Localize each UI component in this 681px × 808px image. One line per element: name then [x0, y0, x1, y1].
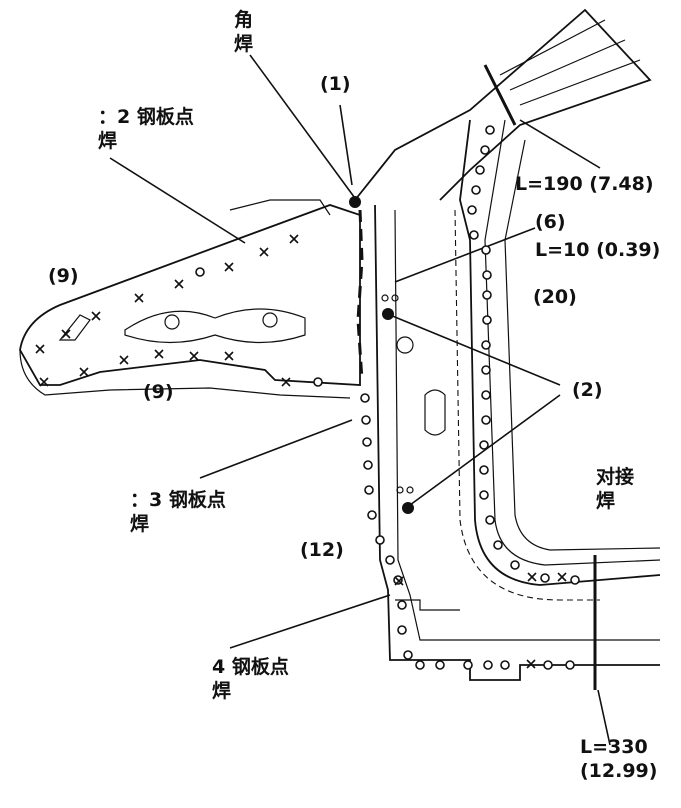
roof-rail-lines	[499, 19, 641, 106]
pillar-hole-small-3	[396, 486, 404, 494]
leader-L190	[519, 119, 601, 169]
ref-9b-label: (9)	[143, 381, 174, 403]
weld-point-2b	[402, 502, 414, 514]
pillar-hole-small-4	[406, 486, 414, 494]
wing-panel-outline	[19, 204, 361, 386]
wing-panel-lower	[19, 349, 351, 399]
butt-weld-label: 对接 焊	[596, 466, 635, 512]
pillar-inner-line	[484, 119, 661, 566]
plug-weld-4-label: 4 钢板点 焊	[212, 656, 289, 702]
ref-2-label: (2)	[572, 379, 603, 401]
L190-label: L=190 (7.48)	[515, 173, 654, 195]
plug-weld-3-label: ：3 钢板点 焊	[130, 489, 226, 535]
L330-label: L=330 (12.99)	[580, 736, 658, 782]
spot-weld-row-lower	[195, 267, 575, 670]
wing-hole-2	[262, 312, 278, 328]
pillar-slot	[424, 389, 446, 436]
corner-weld-seam	[356, 209, 364, 381]
leader-6	[394, 227, 536, 283]
leader-2	[389, 314, 561, 506]
leader-corner-weld	[249, 54, 361, 206]
ref-6-label: (6)	[535, 211, 566, 233]
wing-panel-cutouts	[58, 308, 306, 344]
pillar-flange	[459, 119, 661, 586]
leader-plug-2	[109, 157, 246, 244]
plug-weld-2-label: ：2 钢板点 焊	[98, 106, 194, 152]
ref-9a-label: (9)	[48, 265, 79, 287]
spot-weld-row-pillar	[467, 125, 580, 585]
roof-rail-outline	[354, 8, 652, 201]
pillar-hole	[396, 336, 414, 354]
lower-sill-inner	[394, 209, 660, 641]
L10-label: L=10 (0.39)	[535, 239, 661, 261]
pillar-hole-small-1	[381, 294, 389, 302]
leader-plug-3	[199, 419, 353, 479]
ref-20-label: (20)	[533, 286, 577, 308]
pillar-inner-line-2	[504, 139, 661, 551]
leader-plug-4	[229, 594, 391, 649]
leader-L330	[597, 689, 611, 746]
weld-point-2a	[382, 308, 394, 320]
ref-12-label: (12)	[300, 539, 344, 561]
wing-panel-upper	[229, 199, 331, 216]
lower-sill-outline	[374, 204, 660, 681]
wing-hole-1	[164, 314, 180, 330]
corner-weld-label: 角 焊	[234, 9, 254, 55]
x-weld-marks	[35, 234, 567, 669]
leader-1	[339, 104, 353, 186]
ref-1-label: (1)	[320, 73, 351, 95]
sill-step	[395, 599, 460, 611]
pillar-hidden-line	[454, 209, 600, 601]
cut-line-upper	[483, 64, 517, 126]
pillar-hole-small-2	[391, 294, 399, 302]
weld-point-1	[349, 196, 361, 208]
